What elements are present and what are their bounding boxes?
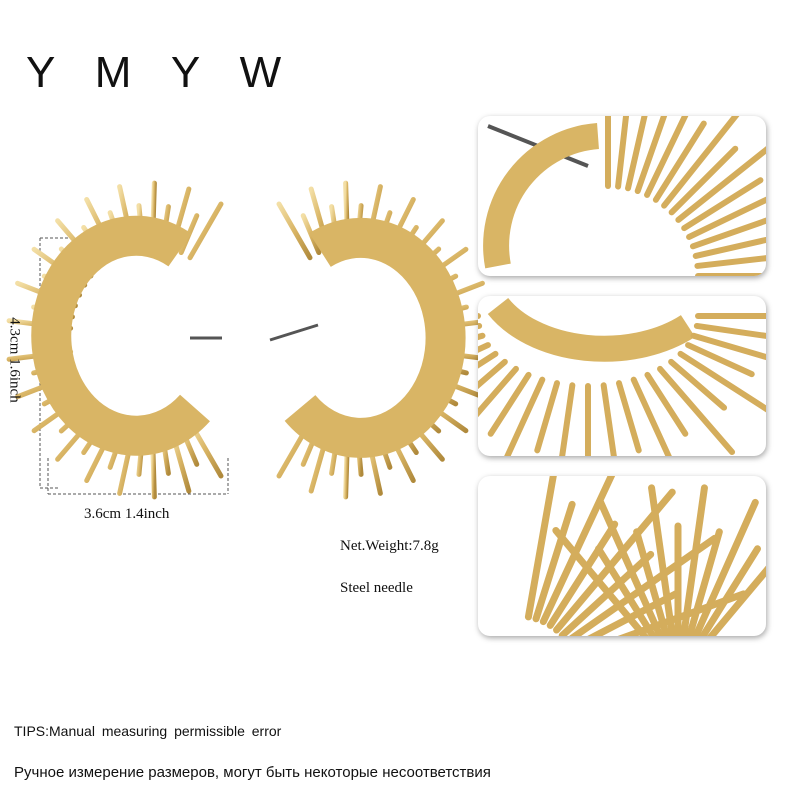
tips-english: TIPS:Manual measuring permissible error xyxy=(14,723,282,739)
brand-logo: Y M Y W xyxy=(26,48,296,97)
tips-russian: Ручное измерение размеров, могут быть не… xyxy=(14,764,491,781)
detail-photo-middle xyxy=(478,296,766,456)
width-measurement: 3.6cm 1.4inch xyxy=(84,506,170,522)
height-measurement: 4.3cm 1.6inch xyxy=(6,317,23,403)
net-weight: Net.Weight:7.8g xyxy=(340,538,439,554)
left-earring xyxy=(6,180,224,500)
right-earring xyxy=(269,180,494,500)
detail-photo-bottom xyxy=(478,476,766,636)
detail-photo-top xyxy=(478,116,766,276)
needle-material: Steel needle xyxy=(340,580,413,596)
